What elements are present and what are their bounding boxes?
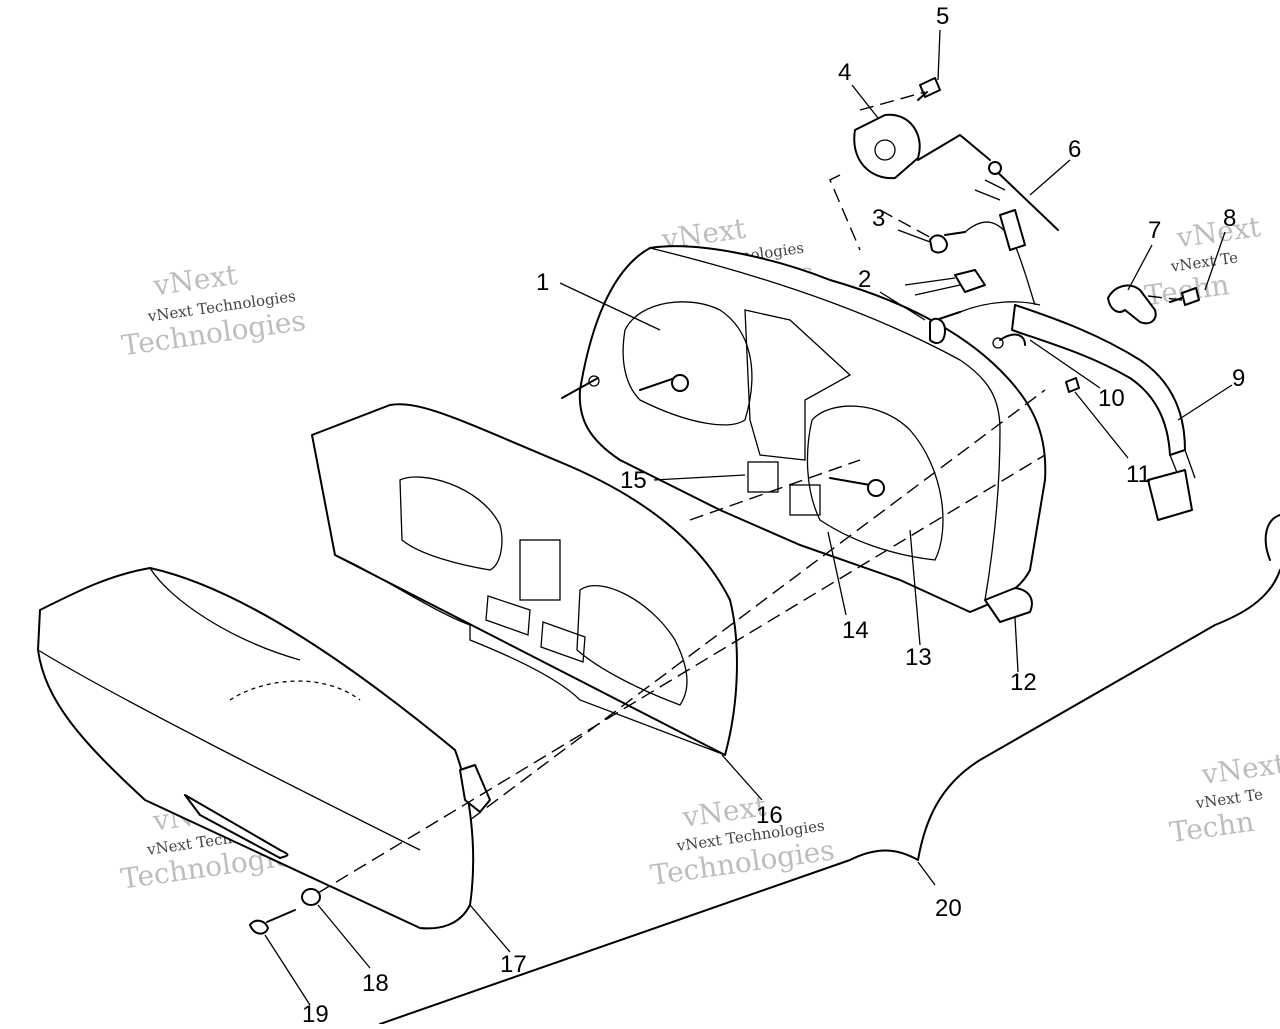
callout-19: 19 [302,1001,329,1024]
callout-7: 7 [1148,217,1161,244]
callout-2: 2 [858,266,871,293]
callout-1: 1 [536,269,549,296]
part-12-13-housing [561,245,1047,623]
callout-9: 9 [1232,365,1245,392]
callout-5: 5 [936,3,949,30]
part-11-screw [1065,377,1080,393]
callout-12: 12 [1010,669,1037,696]
callout-14: 14 [842,617,869,644]
assembly-dashed-lines [317,91,1183,894]
callout-3: 3 [872,205,885,232]
callout-10: 10 [1098,385,1125,412]
callout-15: 15 [620,467,647,494]
part-16-bezel [311,403,738,756]
callout-18: 18 [362,970,389,997]
watermark-partial-top: vNext [1199,747,1280,792]
part-18-19-fasteners [249,888,321,935]
callout-6: 6 [1068,136,1081,163]
part-harness-bulbs [904,161,1196,521]
callout-11: 11 [1126,461,1151,488]
callout-20: 20 [935,895,962,922]
part-7-8-clamp [1107,284,1200,325]
assembly-boundary-outline [379,514,1280,1025]
callout-16: 16 [756,802,783,829]
callout-17: 17 [500,951,527,978]
watermark-right-bottom: vNext vNext Te Techn [1168,747,1280,850]
callout-13: 13 [905,644,932,671]
watermark-partial-bottom: Techn [1168,805,1257,849]
part-17-lens-cover [37,567,491,930]
watermark-partial-top: vNext [1174,210,1263,255]
callout-8: 8 [1223,205,1236,232]
callout-4: 4 [838,59,851,86]
callout-labels: 1 2 3 4 5 6 7 8 9 10 11 12 13 14 15 16 1… [302,3,1245,1028]
leader-lines [264,29,1233,1006]
watermark-top-left: vNext vNext Technologies Technologies [120,258,308,362]
